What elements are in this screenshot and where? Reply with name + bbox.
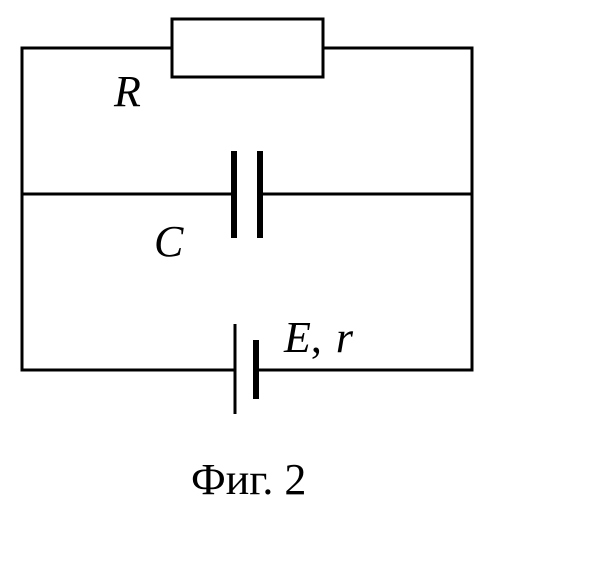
resistor-label: R: [113, 67, 141, 116]
source-separator: ,: [311, 313, 322, 362]
source-internal-resistance-label: r: [336, 313, 354, 362]
capacitor-symbol: [231, 151, 263, 238]
circuit-wires: [20, 46, 474, 372]
source-label: E, r: [283, 313, 354, 362]
source-emf-label: E: [283, 313, 311, 362]
resistor-symbol: [170, 17, 325, 79]
capacitor-label: C: [154, 217, 184, 266]
figure-caption: Фиг. 2: [191, 455, 306, 504]
battery-symbol: [233, 324, 259, 414]
